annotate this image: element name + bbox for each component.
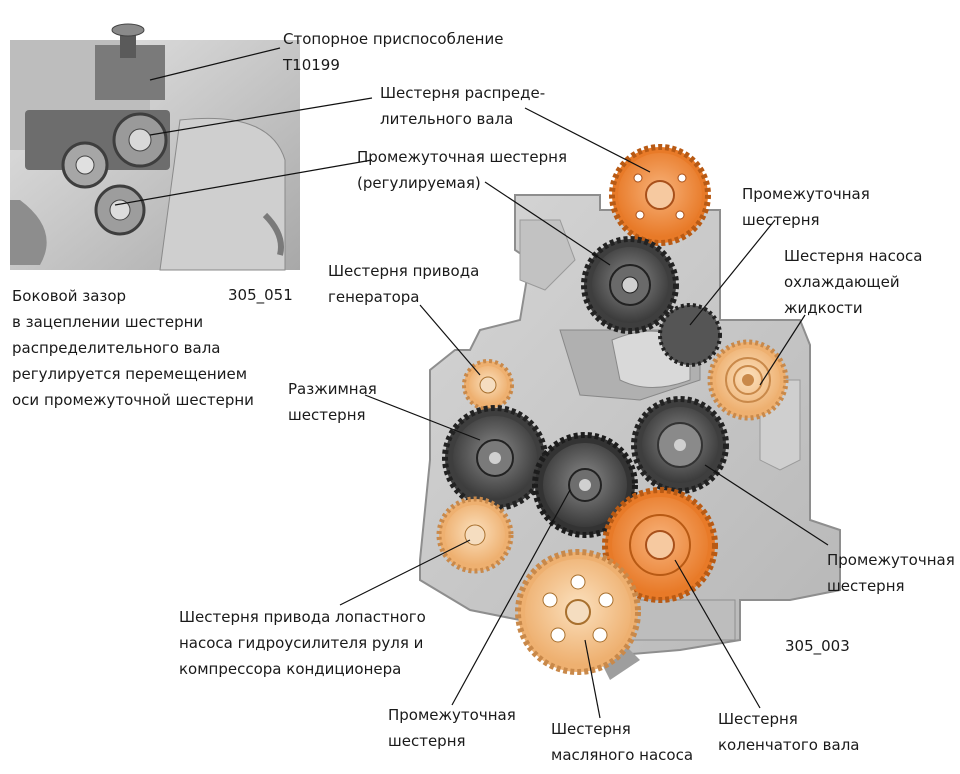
- gear-crankshaft: [602, 487, 718, 603]
- gear-ps-pump: [436, 496, 514, 574]
- inset-illustration: [10, 23, 300, 271]
- gear-scissor: [442, 405, 548, 511]
- gear-alternator: [462, 359, 514, 411]
- leader-ps-pump: [339, 539, 471, 606]
- leader-crankshaft: [674, 559, 761, 709]
- gear-idler-right: [631, 396, 729, 494]
- leader-lines: [114, 47, 829, 719]
- leader-idler-right: [704, 464, 829, 546]
- adjustment-note: Боковой зазор в зацеплении шестерни расп…: [12, 287, 254, 409]
- leader-inset-idler: [114, 159, 373, 206]
- figure-code-main: 305_003: [785, 637, 850, 655]
- leader-coolant-pump: [759, 314, 806, 386]
- figure-code-inset: 305_051: [228, 286, 293, 304]
- leader-locking-tool: [149, 47, 281, 81]
- leader-camshaft-gear: [524, 107, 651, 173]
- leader-inset-camshaft: [149, 97, 373, 136]
- gear-camshaft: [609, 144, 711, 246]
- gear-idler-upper-right: [658, 303, 722, 367]
- leader-idler-adjustable: [484, 181, 611, 266]
- gear-idler-center: [532, 432, 638, 538]
- gear-idler-adjustable: [581, 236, 679, 334]
- leader-idler-bottom: [451, 489, 571, 706]
- leader-oil-pump: [584, 639, 601, 719]
- leader-scissor: [364, 394, 481, 441]
- leader-alternator: [419, 304, 481, 376]
- leader-idler-upper-right: [689, 219, 776, 326]
- label-idler-adjustable: Промежуточная шестерня(регулируемая): [357, 148, 567, 192]
- gear-oil-pump: [515, 549, 641, 675]
- gear-coolant-pump: [707, 339, 789, 421]
- label-camshaft-gear: Шестерня распреде-лительного вала: [380, 84, 546, 128]
